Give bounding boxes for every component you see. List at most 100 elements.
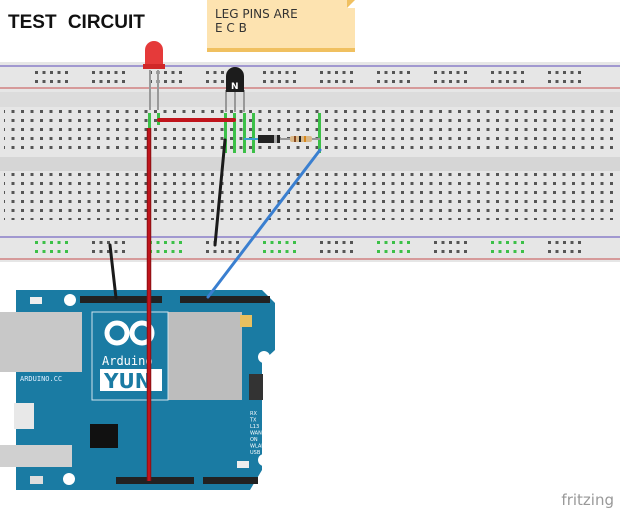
rail-hole: [171, 80, 175, 83]
rail-hole: [122, 250, 125, 253]
rail-hole: [57, 80, 61, 83]
rail-hole: [107, 80, 110, 83]
rail-hole: [35, 241, 38, 244]
rail-hole: [221, 71, 224, 74]
rail-hole: [278, 241, 281, 244]
yun-reset-button[interactable]: [237, 461, 249, 468]
rail-hole: [213, 250, 217, 253]
rail-hole: [122, 80, 125, 83]
antenna-pad: [240, 315, 252, 327]
rail-hole: [114, 71, 118, 74]
rail-hole: [491, 250, 494, 253]
npn-transistor: N: [225, 67, 245, 112]
rail-hole: [570, 241, 574, 244]
rail-hole: [350, 241, 353, 244]
rail-hole: [92, 71, 95, 74]
rail-hole: [555, 241, 559, 244]
arduino-logo-icon: [104, 320, 155, 346]
rail-hole: [65, 241, 68, 244]
rail-hole: [293, 250, 296, 253]
rail-hole: [285, 250, 289, 253]
rail-hole: [578, 250, 581, 253]
rail-hole: [350, 71, 353, 74]
rail-hole: [270, 250, 274, 253]
rail-hole: [179, 80, 182, 83]
micro-usb-port: [14, 403, 34, 429]
rail-hole: [221, 250, 224, 253]
rail-hole: [506, 71, 509, 74]
rail-hole: [50, 250, 53, 253]
board-led-label: WLAN: [250, 444, 265, 450]
rail-hole: [320, 241, 323, 244]
note-line-2: E C B: [215, 21, 247, 35]
reset-button[interactable]: [30, 297, 42, 304]
rail-hole: [513, 80, 517, 83]
red-led: [143, 41, 165, 110]
rail-hole: [377, 71, 380, 74]
rail-hole: [228, 250, 232, 253]
board-model: YUN: [103, 369, 151, 393]
rail-hole: [498, 250, 502, 253]
rail-hole: [506, 250, 509, 253]
transistor-label: N: [231, 82, 239, 92]
rail-hole: [114, 250, 118, 253]
arduino-yun-board: Arduino YUN ARDUINO.CC RXTXL13WANONWLANU…: [0, 290, 275, 490]
rail-hole: [449, 71, 452, 74]
rail-hole: [392, 241, 395, 244]
rail-hole: [578, 71, 581, 74]
rail-hole: [107, 250, 110, 253]
rail-hole: [221, 80, 224, 83]
icsp-header: [249, 374, 263, 400]
rail-hole: [42, 241, 46, 244]
rail-hole: [456, 71, 460, 74]
board-status-led: [262, 436, 268, 440]
rail-hole: [206, 80, 209, 83]
header-digital-2: [203, 477, 258, 484]
diode: [244, 135, 290, 143]
rail-hole: [350, 80, 353, 83]
rail-hole: [278, 80, 281, 83]
rail-hole: [384, 71, 388, 74]
wifi-reset-button[interactable]: [30, 476, 43, 484]
board-status-led: [262, 423, 268, 427]
rail-hole: [521, 71, 524, 74]
rail-hole: [99, 80, 103, 83]
rail-hole: [513, 71, 517, 74]
resistor: [290, 136, 320, 142]
rail-hole: [179, 71, 182, 74]
rail-hole: [350, 250, 353, 253]
board-site: ARDUINO.CC: [20, 375, 62, 383]
board-status-led: [262, 410, 268, 414]
rail-hole: [521, 250, 524, 253]
rail-hole: [434, 80, 437, 83]
rail-hole: [464, 250, 467, 253]
rail-hole: [57, 71, 61, 74]
rail-hole: [293, 71, 296, 74]
rail-hole: [206, 241, 209, 244]
rail-hole: [555, 250, 559, 253]
black-wire-transistor: [213, 138, 227, 247]
note-fold: [347, 0, 355, 8]
rail-hole: [434, 250, 437, 253]
rail-hole: [521, 241, 524, 244]
rail-hole: [263, 241, 266, 244]
board-led-label: WAN: [250, 431, 262, 437]
rail-hole: [171, 250, 175, 253]
rail-hole: [179, 250, 182, 253]
rail-hole: [342, 241, 346, 244]
usb-a-port: [0, 445, 72, 467]
rail-hole: [335, 250, 338, 253]
rail-hole: [384, 250, 388, 253]
rail-hole: [171, 71, 175, 74]
rail-hole: [407, 80, 410, 83]
rail-hole: [92, 250, 95, 253]
rail-hole: [156, 241, 160, 244]
rail-hole: [278, 71, 281, 74]
fritzing-logo: fritzing: [561, 491, 614, 509]
rail-hole: [441, 71, 445, 74]
rail-hole: [506, 80, 509, 83]
rail-hole: [206, 250, 209, 253]
rail-hole: [384, 80, 388, 83]
blue-wire-signal: [206, 148, 322, 299]
